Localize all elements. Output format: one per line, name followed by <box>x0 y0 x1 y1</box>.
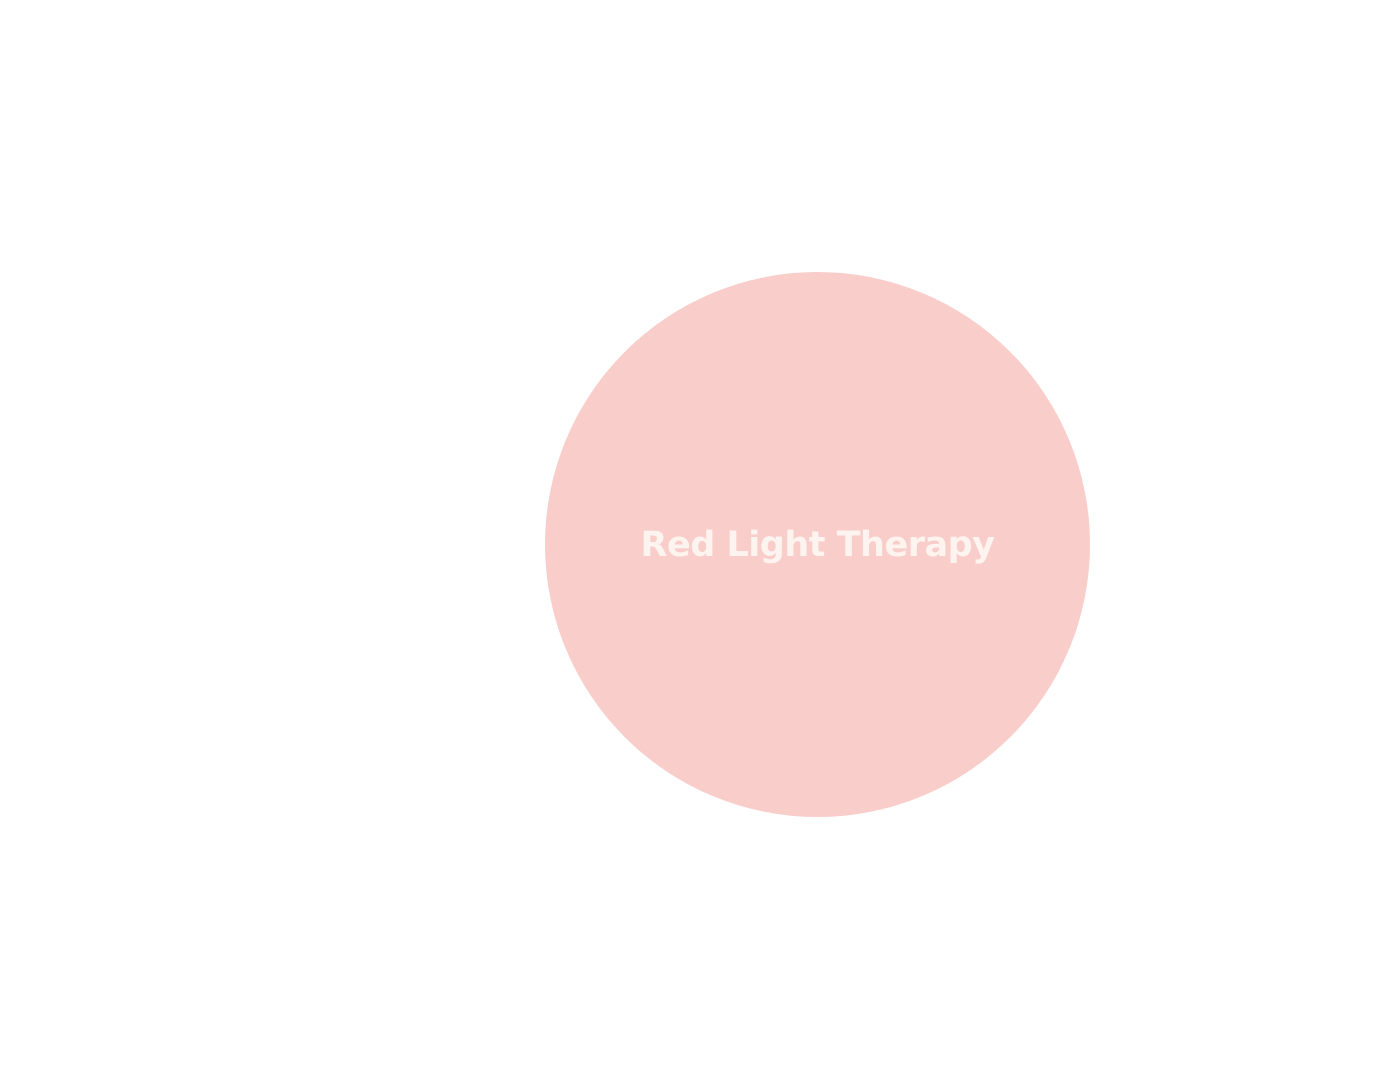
red-light-therapy-circle[interactable]: Red Light Therapy <box>545 272 1090 817</box>
circle-label: Red Light Therapy <box>640 524 995 565</box>
